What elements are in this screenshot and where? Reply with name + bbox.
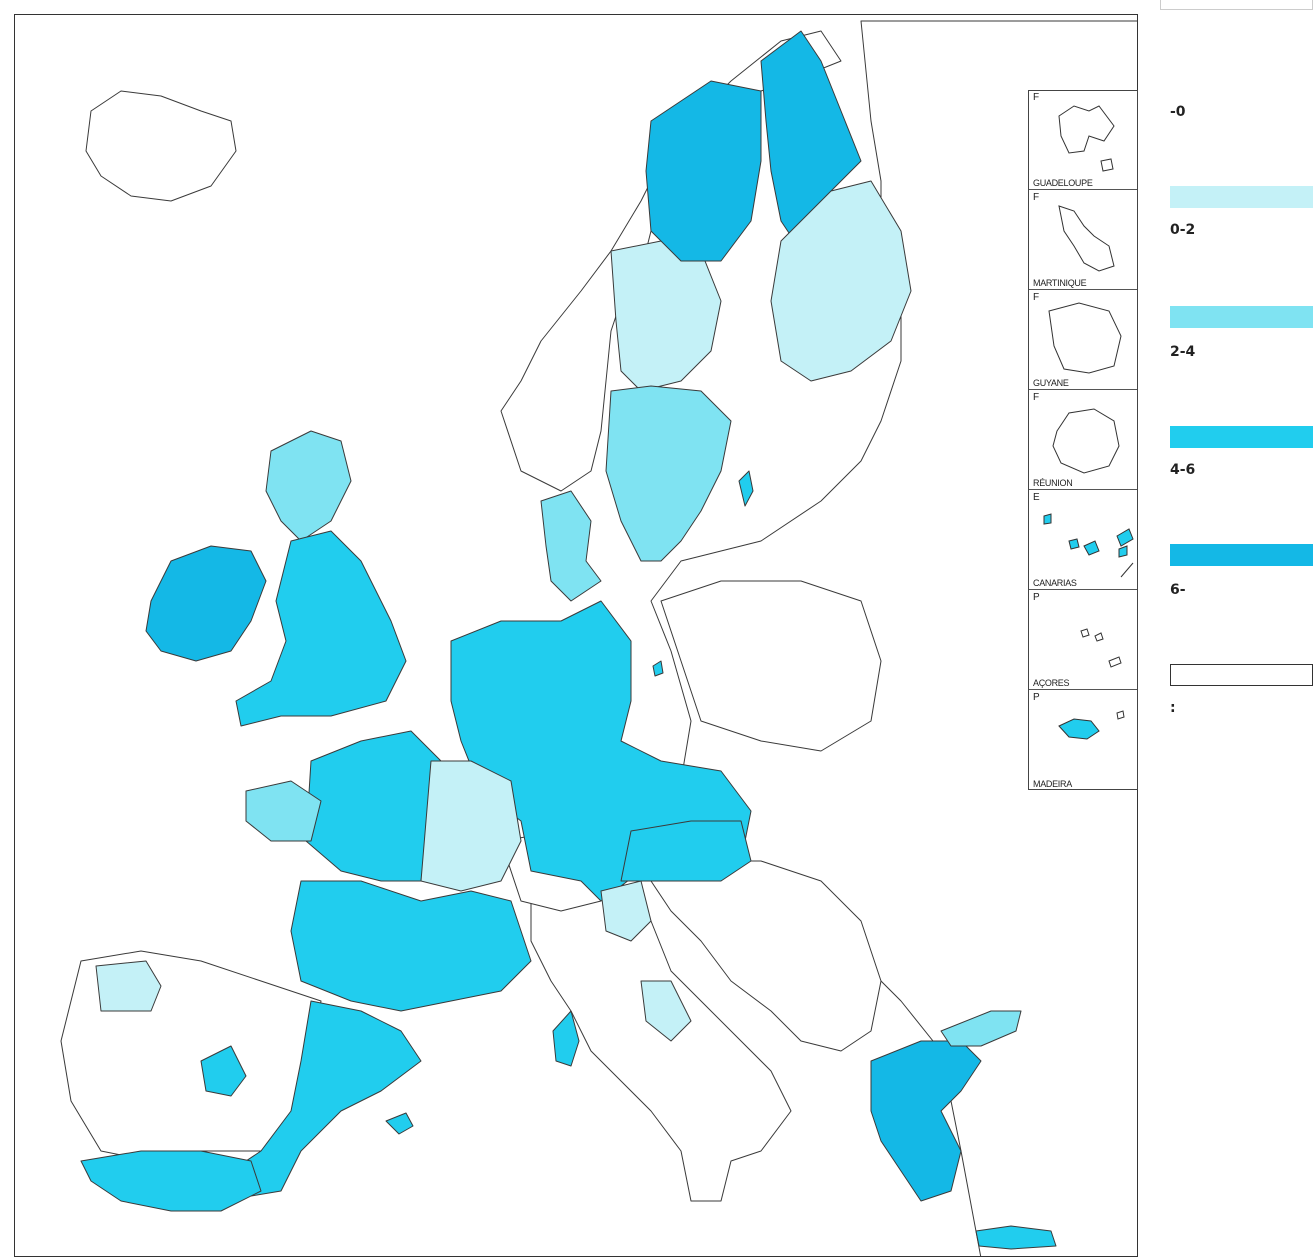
- inset-martinique: F MARTINIQUE: [1029, 191, 1137, 290]
- canarias-shape: [1043, 513, 1134, 578]
- inset-canarias: E CANARIAS: [1029, 491, 1137, 590]
- inset-country-code: P: [1033, 592, 1040, 603]
- legend-label-1: 0-2: [1170, 222, 1196, 238]
- legend-swatch-4: [1170, 544, 1313, 566]
- region-spain-madrid: [200, 1045, 247, 1097]
- inset-madeira: P MADEIRA: [1029, 691, 1137, 790]
- region-iceland: [85, 90, 237, 202]
- legend-label-4: 6-: [1170, 582, 1186, 598]
- map-legend: -0 0-2 2-4 4-6 6- :: [1160, 80, 1313, 720]
- region-austria: [620, 820, 752, 882]
- region-poland: [660, 580, 882, 752]
- legend-swatch-3: [1170, 426, 1313, 448]
- madeira-shape: [1058, 710, 1125, 740]
- region-france-brittany: [245, 780, 322, 842]
- legend-swatch-5: [1170, 664, 1313, 686]
- region-spain-galicia: [95, 960, 162, 1012]
- inset-name: AÇORES: [1033, 678, 1070, 688]
- inset-country-code: F: [1033, 92, 1040, 103]
- legend-label-3: 4-6: [1170, 462, 1196, 478]
- region-france-east: [420, 760, 522, 892]
- region-crete: [975, 1225, 1057, 1250]
- region-uk-north: [265, 430, 352, 542]
- legend-label-0: -0: [1170, 104, 1186, 120]
- region-uk-south: [235, 530, 407, 727]
- region-ireland: [145, 545, 267, 662]
- region-spain-east: [230, 1000, 422, 1197]
- inset-name: CANARIAS: [1033, 578, 1077, 588]
- inset-guyane: F GUYANE: [1029, 291, 1137, 390]
- map-frame: [14, 14, 1138, 1257]
- region-spain-andalucia: [80, 1150, 262, 1212]
- inset-guadeloupe: F GUADELOUPE: [1029, 91, 1137, 190]
- legend-swatch-2: [1170, 306, 1313, 328]
- acores-shape: [1080, 628, 1122, 668]
- region-balearic: [385, 1112, 414, 1135]
- region-france-south: [290, 880, 532, 1012]
- inset-name: MADEIRA: [1033, 779, 1072, 789]
- legend-label-5: :: [1170, 700, 1176, 716]
- region-italy-central: [640, 980, 692, 1042]
- region-corsica: [552, 1010, 580, 1067]
- inset-name: GUYANE: [1033, 378, 1069, 388]
- region-denmark: [540, 490, 602, 602]
- inset-country-code: F: [1033, 392, 1040, 403]
- region-bornholm: [652, 660, 664, 677]
- region-sweden-south: [605, 385, 732, 562]
- legend-label-2: 2-4: [1170, 344, 1196, 360]
- inset-name: MARTINIQUE: [1033, 278, 1087, 288]
- guadeloupe-shape: [1058, 105, 1115, 172]
- inset-reunion: F RÉUNION: [1029, 391, 1137, 490]
- inset-name: GUADELOUPE: [1033, 178, 1093, 188]
- europe-map: [60, 20, 1137, 1256]
- legend-top-box: [1160, 0, 1313, 10]
- region-finland-south: [770, 180, 912, 382]
- region-gotland: [738, 470, 754, 507]
- region-lapland-sweden: [645, 80, 762, 262]
- inset-country-code: P: [1033, 692, 1040, 703]
- inset-country-code: F: [1033, 292, 1040, 303]
- inset-name: RÉUNION: [1033, 478, 1073, 488]
- guyane-shape: [1048, 302, 1122, 374]
- region-sweden-north: [610, 240, 722, 392]
- region-eastern-europe: [650, 20, 1137, 1256]
- inset-acores: P AÇORES: [1029, 591, 1137, 690]
- region-france-north: [305, 730, 442, 882]
- inset-country-code: E: [1033, 492, 1040, 503]
- reunion-shape: [1052, 408, 1120, 474]
- region-balkans: [650, 860, 882, 1052]
- legend-swatch-1: [1170, 186, 1313, 208]
- martinique-shape: [1058, 205, 1115, 272]
- region-greece-thrace: [940, 1010, 1022, 1047]
- inset-country-code: F: [1033, 192, 1040, 203]
- region-italy-north: [600, 880, 652, 942]
- overseas-insets: F GUADELOUPE F MARTINIQUE F GUYANE F RÉU…: [1028, 90, 1138, 790]
